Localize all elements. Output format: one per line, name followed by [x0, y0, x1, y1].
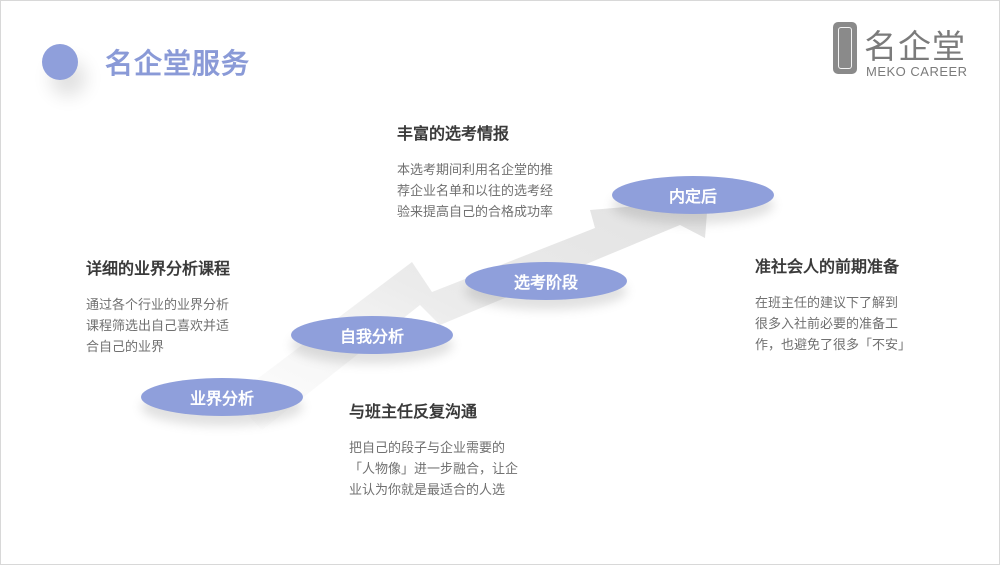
stage-label: 内定后 [668, 187, 717, 206]
block-society: 准社会人的前期准备 在班主任的建议下了解到 很多入社前必要的准备工 作，也避免了… [755, 253, 955, 356]
stage-self-analysis: 自我分析 [291, 316, 453, 354]
text-line: 很多入社前必要的准备工 [755, 317, 899, 332]
block-text: 把自己的段子与企业需要的 「人物像」进一步融合，让企 业认为你就是最适合的人选 [349, 438, 549, 501]
block-text: 通过各个行业的业界分析 课程筛选出自己喜欢并适 合自己的业界 [86, 295, 276, 358]
text-line: 把自己的段子与企业需要的 [349, 441, 506, 456]
text-line: 合自己的业界 [86, 340, 165, 355]
text-line: 本选考期间利用名企堂的推 [397, 163, 554, 178]
text-line: 业认为你就是最适合的人选 [349, 483, 506, 498]
block-text: 在班主任的建议下了解到 很多入社前必要的准备工 作，也避免了很多「不安」 [755, 293, 955, 356]
stage-industry-analysis: 业界分析 [141, 378, 303, 416]
stage-offer: 内定后 [612, 176, 774, 214]
text-line: 作，也避免了很多「不安」 [755, 338, 912, 353]
text-line: 荐企业名单和以往的选考经 [397, 184, 554, 199]
block-industry: 详细的业界分析课程 通过各个行业的业界分析 课程筛选出自己喜欢并适 合自己的业界 [86, 255, 276, 358]
block-heading: 准社会人的前期准备 [755, 257, 900, 276]
text-line: 通过各个行业的业界分析 [86, 298, 230, 313]
block-text: 本选考期间利用名企堂的推 荐企业名单和以往的选考经 验来提高自己的合格成功率 [397, 160, 597, 223]
stage-label: 业界分析 [189, 389, 254, 408]
logo-name-en: MEKO CAREER [866, 64, 968, 79]
stage-selection: 选考阶段 [465, 262, 627, 300]
stage-label: 自我分析 [339, 327, 404, 346]
block-selection: 丰富的选考情报 本选考期间利用名企堂的推 荐企业名单和以往的选考经 验来提高自己… [397, 120, 597, 223]
text-line: 验来提高自己的合格成功率 [397, 205, 554, 220]
stage-label: 选考阶段 [513, 273, 578, 292]
text-line: 在班主任的建议下了解到 [755, 296, 899, 311]
seal-icon [833, 22, 857, 74]
text-line: 课程筛选出自己喜欢并适 [86, 319, 230, 334]
block-heading: 详细的业界分析课程 [86, 259, 231, 278]
block-teacher: 与班主任反复沟通 把自己的段子与企业需要的 「人物像」进一步融合，让企 业认为你… [349, 398, 549, 501]
text-line: 「人物像」进一步融合，让企 [349, 462, 519, 477]
logo-name-cn: 名企堂 [864, 27, 966, 66]
title-bullet-icon [42, 44, 78, 80]
block-heading: 与班主任反复沟通 [349, 402, 478, 421]
page-title: 名企堂服务 [105, 47, 251, 80]
block-heading: 丰富的选考情报 [397, 124, 510, 143]
